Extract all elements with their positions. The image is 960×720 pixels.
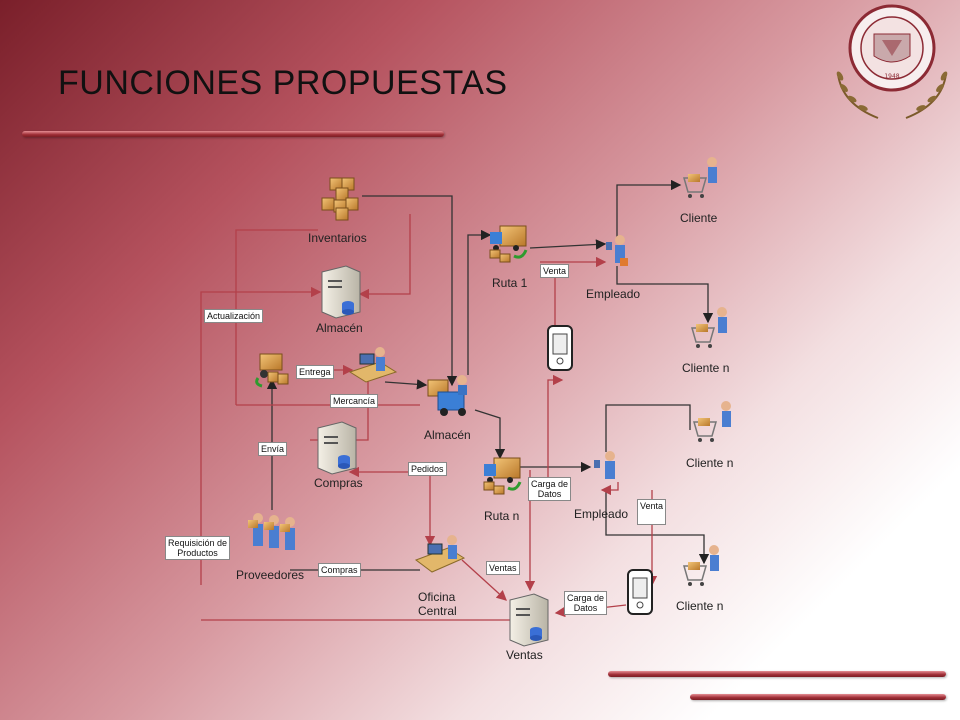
edge-tag-venta-2: Venta xyxy=(637,499,667,525)
connector-almacen-ruta1 xyxy=(467,229,492,375)
page-title: FUNCIONES PROPUESTAS xyxy=(58,64,508,102)
ruta-n-truck-icon xyxy=(483,457,522,495)
cliente-1-cart-icon xyxy=(683,157,717,198)
node-label-ruta-1: Ruta 1 xyxy=(492,276,528,290)
edge-tag-entrega: Entrega xyxy=(296,365,334,379)
institute-seal-logo: 1948 xyxy=(836,4,948,119)
node-label-cliente-1: Cliente xyxy=(680,211,718,225)
edge-tag-requisicion: Requisición de Productos xyxy=(165,536,231,560)
node-label-inventarios: Inventarios xyxy=(308,231,367,245)
inventory-boxes-icon xyxy=(321,177,359,221)
node-label-oficina-central: Oficina Central xyxy=(418,590,457,618)
edge-tag-pedidos: Pedidos xyxy=(408,462,447,476)
proveedores-group-icon xyxy=(248,513,295,550)
ventas-server-icon xyxy=(509,593,549,647)
compras-server-icon xyxy=(317,421,357,475)
cliente-n-1-cart-icon xyxy=(691,307,727,348)
node-label-cliente-n-1: Cliente n xyxy=(682,361,730,375)
seal-year: 1948 xyxy=(884,73,899,80)
oficina-central-desk-icon xyxy=(414,535,466,573)
footer-bar-1 xyxy=(608,671,946,677)
edge-tag-ventas: Ventas xyxy=(486,561,520,575)
handheld-device-1-icon xyxy=(547,325,573,371)
edge-tag-envia: Envía xyxy=(258,442,288,456)
edge-tag-venta-1: Venta xyxy=(540,264,570,278)
node-label-empleado-2: Empleado xyxy=(574,507,629,521)
node-label-compras: Compras xyxy=(314,476,363,490)
node-label-ventas: Ventas xyxy=(506,648,543,662)
node-label-ruta-n: Ruta n xyxy=(484,509,520,523)
cliente-n-2-cart-icon xyxy=(693,401,731,442)
title-underline-bar xyxy=(22,131,444,137)
connector-entrega-almacen xyxy=(384,379,428,390)
handheld-device-2-icon xyxy=(627,569,653,615)
node-label-almacen-server: Almacén xyxy=(316,321,363,335)
edge-tag-mercancia: Mercancía xyxy=(330,394,379,408)
edge-tag-compras: Compras xyxy=(318,563,361,577)
empleado-1-icon xyxy=(606,235,628,266)
edge-tag-carga-datos-1: Carga de Datos xyxy=(528,477,572,501)
node-label-proveedores: Proveedores xyxy=(236,568,305,582)
empleado-2-icon xyxy=(594,451,615,479)
receiving-clerk-icon xyxy=(348,347,398,383)
node-label-almacen-truck: Almacén xyxy=(424,428,471,442)
ruta1-truck-icon xyxy=(489,225,528,263)
almacen-forklift-icon xyxy=(427,375,467,416)
node-label-empleado-1: Empleado xyxy=(586,287,641,301)
connector-inventarios-almacen xyxy=(362,195,458,387)
node-label-cliente-n-2: Cliente n xyxy=(686,456,734,470)
footer-bar-2 xyxy=(690,694,946,700)
edge-tag-actualizacion: Actualización xyxy=(204,309,264,323)
delivery-truck-icon xyxy=(255,353,289,388)
node-label-cliente-n-3: Cliente n xyxy=(676,599,724,613)
cliente-n-3-cart-icon xyxy=(683,545,719,586)
edge-tag-carga-datos-2: Carga de Datos xyxy=(564,591,608,615)
almacen-server-icon xyxy=(321,265,361,319)
